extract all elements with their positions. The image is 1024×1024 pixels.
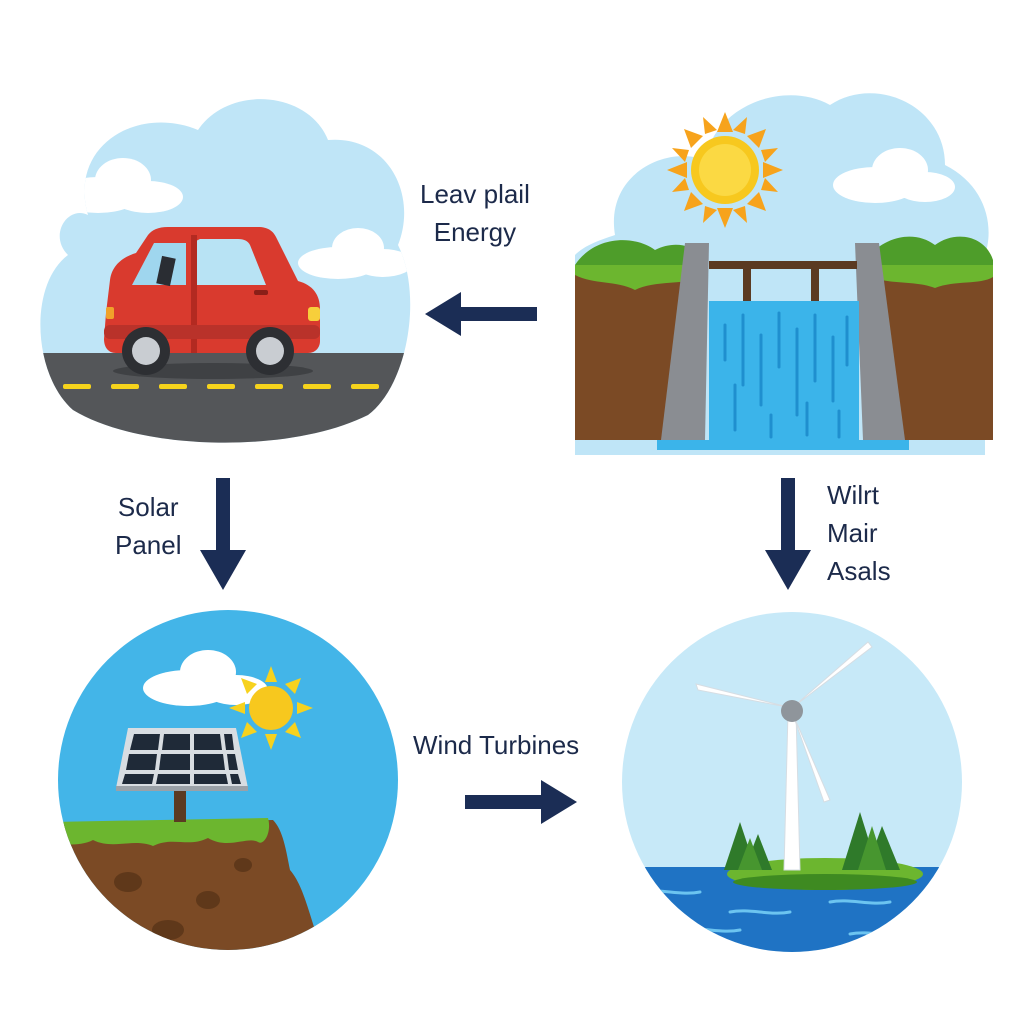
car-scene — [28, 85, 418, 450]
solar-panel-illustration — [58, 610, 398, 950]
sun-icon — [229, 666, 313, 750]
car-icon — [104, 227, 320, 379]
car-on-road-illustration — [40, 99, 411, 443]
energy-label-line1: Leav plail — [420, 179, 530, 209]
right-label-line2: Mair — [827, 518, 878, 548]
solar-panel-icon — [116, 728, 248, 822]
right-label-line1: Wilrt — [827, 480, 879, 510]
solar-panel-label: Solar Panel — [115, 488, 182, 564]
energy-label-line2: Energy — [433, 217, 517, 247]
solar-panel-label-line2: Panel — [115, 530, 182, 560]
dam-icon — [657, 243, 909, 450]
energy-label: Leav plail Energy — [420, 175, 530, 251]
hydro-dam-illustration — [575, 93, 993, 455]
arrow-down-right — [765, 478, 811, 590]
cloud-icon — [833, 148, 955, 203]
wind-scene — [620, 612, 965, 957]
cloud-icon — [298, 228, 411, 279]
dam-scene — [575, 85, 995, 455]
solar-panel-label-line1: Solar — [117, 492, 179, 522]
wind-turbines-label-text: Wind Turbines — [413, 730, 580, 760]
arrow-right — [465, 780, 577, 824]
wind-turbine-illustration — [622, 612, 962, 952]
arrow-down-left — [200, 478, 246, 590]
solar-scene — [58, 610, 403, 955]
arrow-left — [425, 292, 540, 336]
sun-icon — [667, 112, 783, 228]
right-label-line3: Asals — [827, 556, 891, 586]
wind-turbines-label: Wind Turbines — [413, 726, 579, 764]
wind-turbine-icon — [695, 641, 873, 871]
right-label: Wilrt Mair Asals — [827, 476, 891, 590]
